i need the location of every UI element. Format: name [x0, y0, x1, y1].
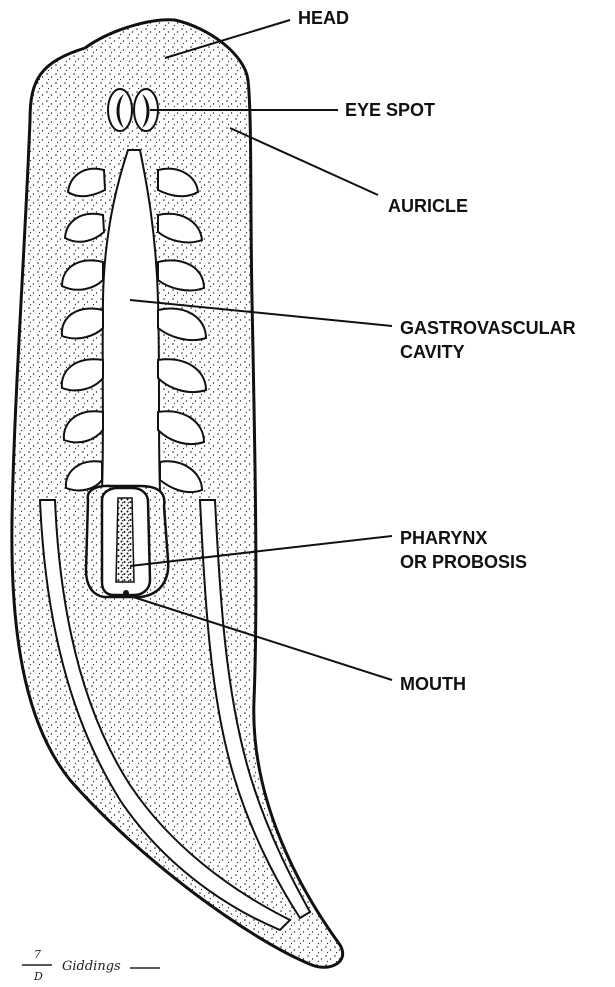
- svg-text:7: 7: [34, 948, 41, 961]
- body-outline: [12, 20, 343, 967]
- label-pharynx-line1: PHARYNX: [400, 528, 487, 548]
- mouth-opening: [123, 590, 129, 596]
- label-gastrovascular-line1: GASTROVASCULAR: [400, 318, 576, 338]
- svg-text:D: D: [33, 970, 43, 983]
- label-gastrovascular-line2: CAVITY: [400, 342, 465, 362]
- label-auricle: AURICLE: [388, 196, 468, 216]
- artist-signature: 7 D Giddings: [22, 948, 160, 983]
- label-mouth: MOUTH: [400, 674, 466, 694]
- label-head: HEAD: [298, 8, 349, 28]
- pharynx-core: [116, 498, 134, 582]
- signature-text: Giddings: [62, 959, 121, 974]
- label-pharynx-line2: OR PROBOSIS: [400, 552, 527, 572]
- label-eye-spot: EYE SPOT: [345, 100, 435, 120]
